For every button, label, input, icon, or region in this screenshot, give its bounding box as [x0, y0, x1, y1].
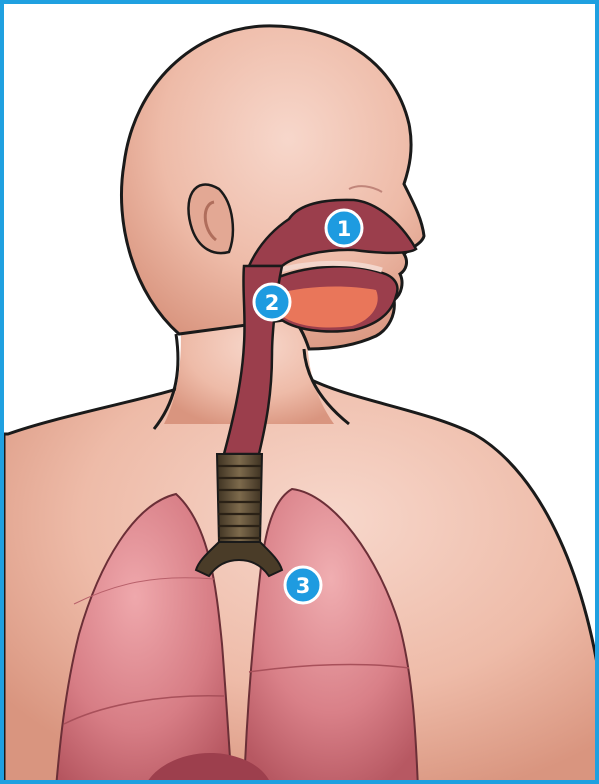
marker-2-label: 2: [265, 291, 280, 315]
marker-1-label: 1: [337, 217, 352, 241]
trachea-shape: [217, 454, 262, 544]
marker-3: 3: [285, 567, 321, 603]
marker-1: 1: [326, 210, 362, 246]
respiratory-system-illustration: 1 2 3: [4, 4, 599, 784]
marker-2: 2: [254, 284, 290, 320]
marker-3-label: 3: [296, 574, 311, 598]
